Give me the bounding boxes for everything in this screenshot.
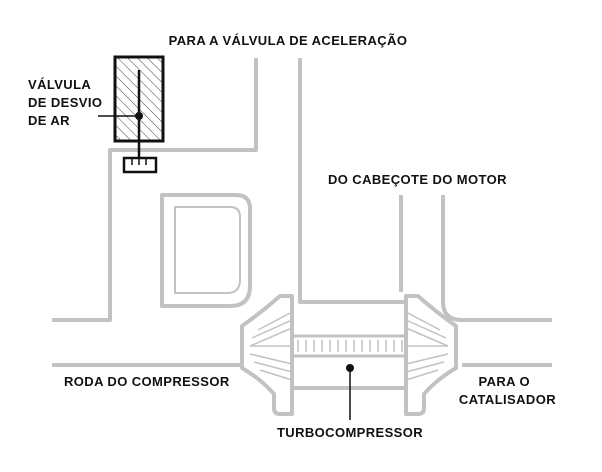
inner-chamber-inner — [174, 206, 241, 294]
label-bypass-valve: VÁLVULA DE DESVIO DE AR — [28, 76, 102, 130]
exhaust-pipe-right — [441, 195, 552, 322]
turbine-housing — [404, 294, 458, 416]
bypass-leader-dot — [135, 112, 143, 120]
label-cylinder-head: DO CABEÇOTE DO MOTOR — [328, 172, 507, 187]
label-compressor-wheel: RODA DO COMPRESSOR — [64, 374, 230, 389]
label-catalyst: PARA O CATALISADOR — [456, 373, 556, 409]
wheel-blades — [249, 311, 449, 381]
bypass-valve-actuator — [122, 156, 158, 174]
compressor-housing — [240, 294, 294, 416]
leader-lines — [98, 112, 354, 420]
shaft-texture — [297, 340, 403, 352]
label-bypass-line2: DE DESVIO — [28, 95, 103, 110]
throttle-pipe-right — [298, 58, 408, 304]
turbine-blades — [405, 311, 449, 381]
label-catalyst-line2: CATALISADOR — [458, 392, 556, 407]
compressor-blades — [249, 311, 293, 381]
bypass-valve — [113, 55, 165, 174]
inner-chamber — [160, 193, 252, 308]
label-catalyst-line1: PARA O — [478, 374, 530, 389]
label-throttle: PARA A VÁLVULA DE ACELERAÇÃO — [168, 33, 408, 48]
label-bypass-line3: DE AR — [28, 113, 70, 128]
label-bypass-line1: VÁLVULA — [28, 77, 92, 92]
intake-pipe-outer — [52, 58, 258, 322]
label-turbocharger: TURBOCOMPRESSOR — [276, 425, 424, 440]
turbo-leader-dot — [346, 364, 354, 372]
turbo-shaft — [290, 334, 408, 358]
